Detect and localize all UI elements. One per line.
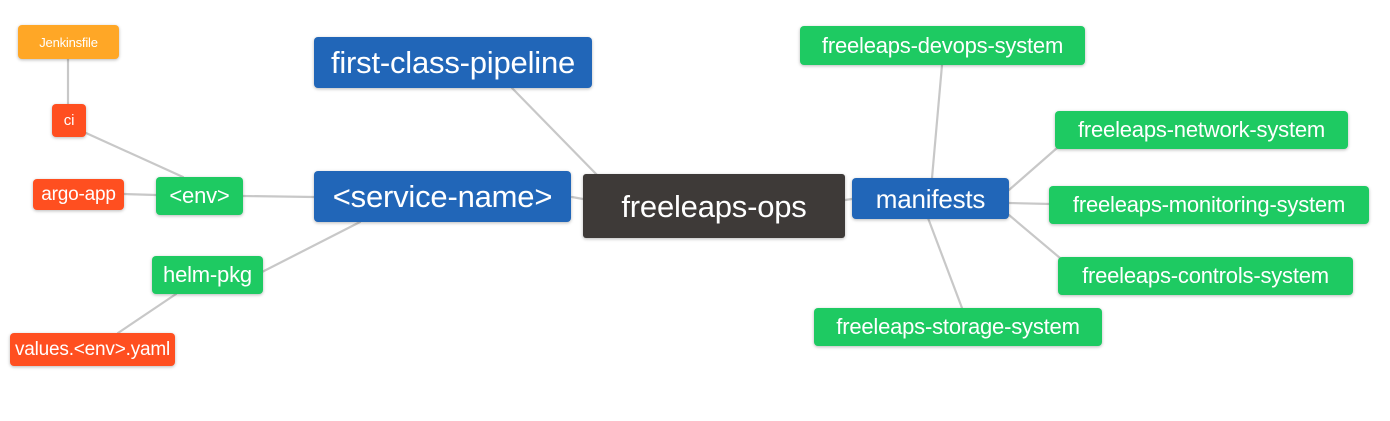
node-env[interactable]: <env> [156,177,243,215]
edge-env-ci [84,131,185,179]
node-service-name[interactable]: <service-name> [314,171,571,222]
node-jenkinsfile[interactable]: Jenkinsfile [18,25,119,59]
node-ci[interactable]: ci [52,104,86,137]
edge-env-argo-app [122,192,158,197]
node-freeleaps-monitoring-system[interactable]: freeleaps-monitoring-system [1049,186,1369,224]
edge-service-name-env [241,194,316,199]
edge-root-service-name [570,195,585,201]
node-values-env-yaml[interactable]: values.<env>.yaml [10,333,175,366]
node-argo-app[interactable]: argo-app [33,179,124,210]
edge-manifests-devops-system [930,63,944,180]
node-freeleaps-storage-system[interactable]: freeleaps-storage-system [814,308,1102,346]
edge-manifests-monitoring-system [1007,201,1053,206]
edge-manifests-network-system [1007,146,1059,192]
node-first-class-pipeline[interactable]: first-class-pipeline [314,37,592,88]
node-freeleaps-ops[interactable]: freeleaps-ops [583,174,845,238]
edge-helm-pkg-values-yaml [116,292,178,335]
node-helm-pkg[interactable]: helm-pkg [152,256,263,294]
node-freeleaps-controls-system[interactable]: freeleaps-controls-system [1058,257,1353,295]
node-freeleaps-network-system[interactable]: freeleaps-network-system [1055,111,1348,149]
node-manifests[interactable]: manifests [852,178,1009,219]
edge-service-name-helm-pkg [260,220,362,274]
node-freeleaps-devops-system[interactable]: freeleaps-devops-system [800,26,1085,65]
edge-root-first-class-pipeline [510,86,602,180]
edge-manifests-storage-system [926,216,964,310]
edge-root-manifests [843,197,854,202]
